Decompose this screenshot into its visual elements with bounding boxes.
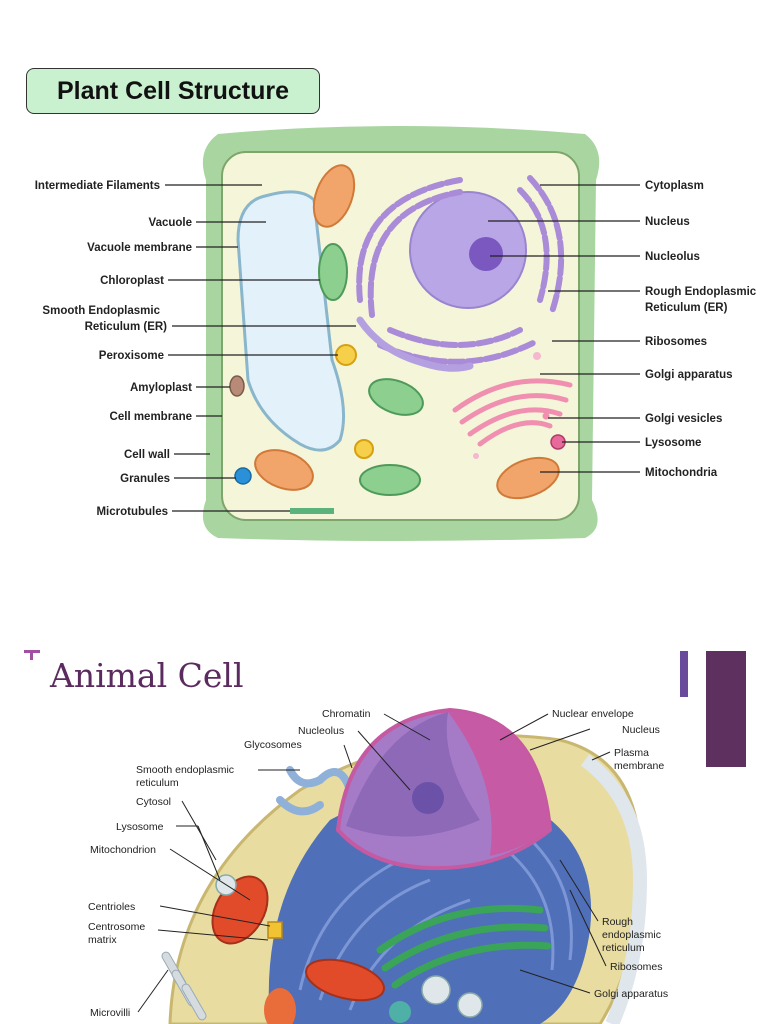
plasma-membrane <box>580 754 648 1024</box>
chloroplast-3 <box>359 464 421 496</box>
centrosome <box>267 921 283 939</box>
vesicle-2 <box>457 992 483 1018</box>
microtubule <box>290 508 334 514</box>
alabel-nucleus: Nucleus <box>622 724 660 736</box>
alabel-cytosol: Cytosol <box>136 796 171 808</box>
plant-left-leaders <box>165 184 356 512</box>
chloroplast-1 <box>318 243 348 301</box>
alabel-microvilli: Microvilli <box>90 1007 130 1019</box>
label-chloroplast: Chloroplast <box>100 275 164 287</box>
alabel-plasma-2: membrane <box>614 760 664 772</box>
label-vacuole: Vacuole <box>149 217 192 229</box>
granule <box>234 467 252 485</box>
label-microtubules: Microtubules <box>96 506 168 518</box>
animal-mitochondrion-2 <box>305 958 385 1002</box>
peroxisome-2 <box>354 439 374 459</box>
plus-icon <box>24 650 40 660</box>
label-cell-membrane: Cell membrane <box>110 411 192 423</box>
label-nucleus: Nucleus <box>645 216 690 228</box>
mitochondrion-3 <box>496 456 560 500</box>
golgi-vesicle <box>542 412 550 420</box>
ribosome-dot <box>533 352 541 360</box>
label-cytoplasm: Cytoplasm <box>645 180 704 192</box>
alabel-centrosome-1: Centrosome <box>88 921 145 933</box>
alabel-chromatin: Chromatin <box>322 708 371 720</box>
decor-bar-thin <box>680 651 688 697</box>
alabel-mitochondrion: Mitochondrion <box>90 844 156 856</box>
plant-title: Plant Cell Structure <box>57 76 289 105</box>
vesicle-3 <box>389 1001 411 1023</box>
alabel-smooth-er-1: Smooth endoplasmic <box>136 764 234 776</box>
ribosome-dot-2 <box>473 453 479 459</box>
alabel-smooth-er-2: reticulum <box>136 777 179 789</box>
label-mitochondria: Mitochondria <box>645 467 718 479</box>
label-intermediate-filaments: Intermediate Filaments <box>35 180 160 192</box>
label-rough-er-2: Reticulum (ER) <box>645 302 728 314</box>
chromatin-face <box>346 712 480 837</box>
alabel-centrioles: Centrioles <box>88 901 135 913</box>
label-peroxisome: Peroxisome <box>99 350 164 362</box>
smooth-er-tubes <box>276 766 354 816</box>
alabel-rough-1: Rough <box>602 916 633 928</box>
animal-mitochondrion-3 <box>264 988 296 1024</box>
label-lysosome: Lysosome <box>645 437 701 449</box>
mitochondrion-2 <box>254 449 314 491</box>
alabel-centrosome-2: matrix <box>88 934 117 946</box>
label-nucleolus: Nucleolus <box>645 251 700 263</box>
label-rough-er-1: Rough Endoplasmic <box>645 286 757 298</box>
alabel-plasma-1: Plasma <box>614 747 649 759</box>
animal-golgi <box>376 904 552 989</box>
animal-left-leaders <box>137 713 431 1013</box>
vesicle-1 <box>421 975 451 1005</box>
label-granules: Granules <box>120 473 170 485</box>
alabel-ribosomes: Ribosomes <box>610 961 663 973</box>
alabel-nuclear-envelope: Nuclear envelope <box>552 708 634 720</box>
label-amyloplast: Amyloplast <box>130 382 192 394</box>
alabel-rough-3: reticulum <box>602 942 645 954</box>
microvilli <box>161 951 207 1021</box>
animal-title: Animal Cell <box>50 656 244 695</box>
plant-right-leaders <box>488 184 640 473</box>
nucleolus-blob <box>412 782 444 814</box>
amyloplast <box>229 375 245 397</box>
smooth-er <box>356 316 474 372</box>
decor-bar-thick <box>706 651 746 767</box>
mitochondrion-1 <box>312 164 356 228</box>
alabel-nucleolus: Nucleolus <box>298 725 344 737</box>
label-smooth-er-2: Reticulum (ER) <box>85 321 168 333</box>
alabel-golgi: Golgi apparatus <box>594 988 668 1000</box>
label-smooth-er-1: Smooth Endoplasmic <box>42 305 160 317</box>
label-cell-wall: Cell wall <box>124 449 170 461</box>
nuclear-envelope <box>448 712 550 856</box>
label-ribosomes: Ribosomes <box>645 336 707 348</box>
chloroplast-2 <box>368 378 424 416</box>
label-golgi-vesicles: Golgi vesicles <box>645 413 722 425</box>
alabel-glycosomes: Glycosomes <box>244 739 302 751</box>
alabel-lysosome: Lysosome <box>116 821 164 833</box>
nucleolus <box>469 237 503 271</box>
label-vacuole-membrane: Vacuole membrane <box>87 242 192 254</box>
golgi-apparatus <box>452 378 573 447</box>
alabel-rough-2: endoplasmic <box>602 929 661 941</box>
plant-title-box: Plant Cell Structure <box>26 68 320 114</box>
label-golgi-apparatus: Golgi apparatus <box>645 369 733 381</box>
animal-right-leaders <box>499 713 611 994</box>
